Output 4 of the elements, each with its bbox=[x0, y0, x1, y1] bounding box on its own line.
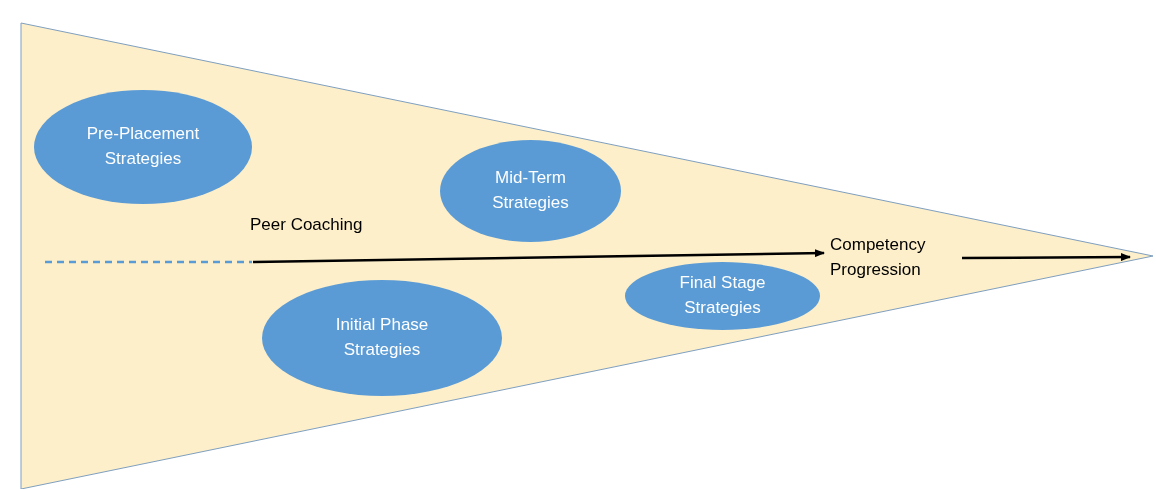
stage-label: Competency Progression bbox=[830, 230, 960, 286]
edge-label: Peer Coaching bbox=[250, 214, 363, 236]
arrow bbox=[962, 253, 1131, 262]
arrow bbox=[253, 249, 825, 264]
